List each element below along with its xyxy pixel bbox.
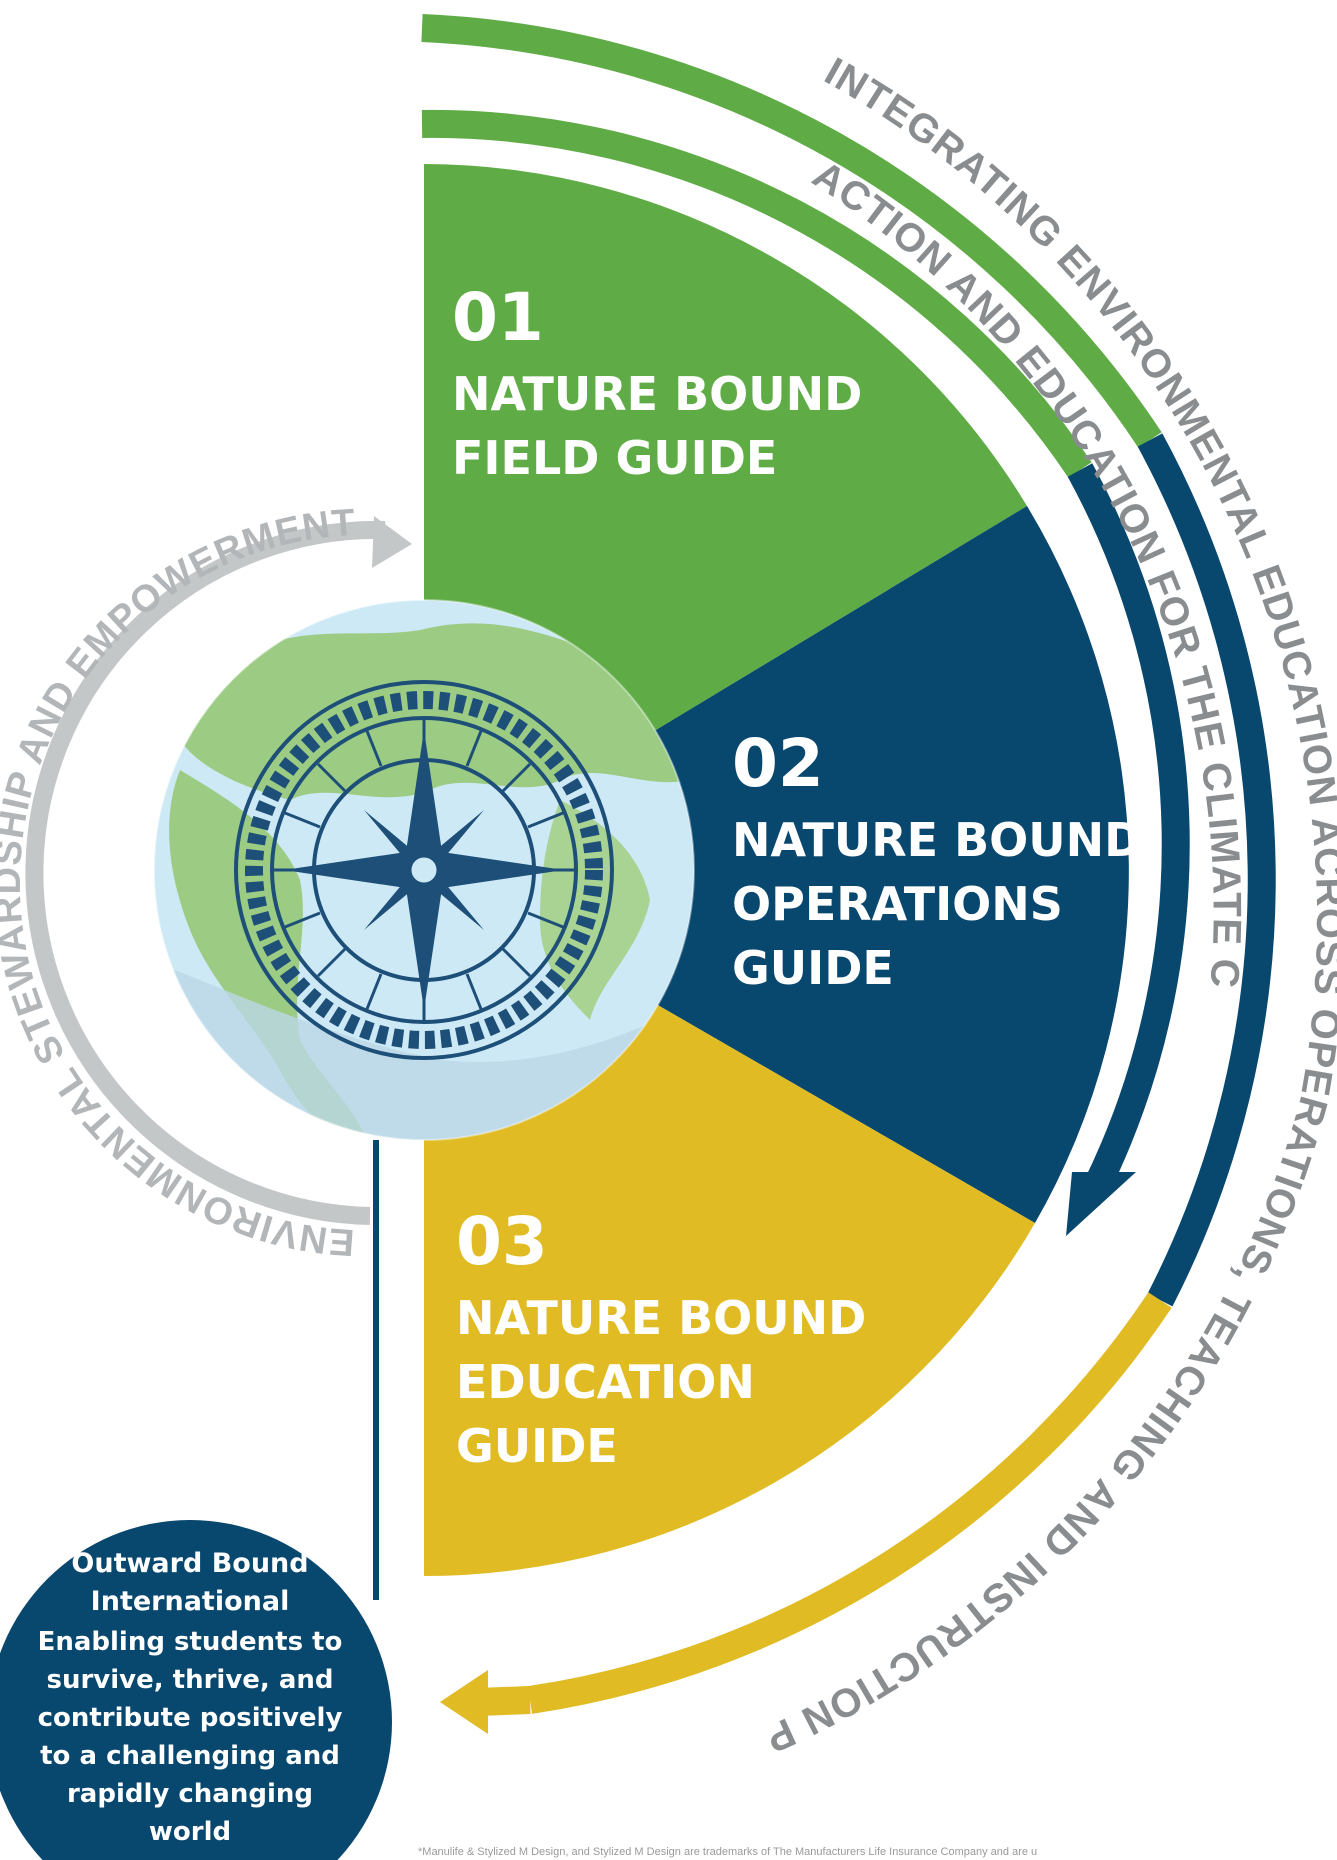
segment-03-line1: NATURE BOUND [456,1291,866,1345]
outer-arc-navy [1137,433,1276,1307]
segment-01-line2: FIELD GUIDE [452,431,777,485]
segment-02-number: 02 [732,725,824,802]
segment-02-line1: NATURE BOUND [732,813,1142,867]
organization-tagline-line1: Enabling students to [38,1627,343,1657]
left-arrow-head-icon [372,516,412,568]
organization-tagline-line5: rapidly changing [67,1779,313,1809]
inner-arrow-head-icon [1066,1172,1136,1236]
outer-arc-green [421,14,1162,448]
organization-circle [0,1520,392,1860]
compass-rose-icon [234,680,614,1060]
organization-tagline-line4: to a challenging and [40,1741,340,1771]
segment-03-line2: EDUCATION [456,1355,755,1409]
disclaimer-text: *Manulife & Stylized M Design, and Styli… [418,1846,1038,1858]
organization-name-line2: International [91,1586,290,1617]
segment-03-line3: GUIDE [456,1419,618,1473]
outer-arc-band [421,14,1276,1734]
segment-02-line2: OPERATIONS [732,877,1063,931]
outer-arrow-head-icon [440,1670,488,1734]
left-arc-arrow [25,516,412,1225]
segment-02-line3: GUIDE [732,941,894,995]
segment-03-number: 03 [456,1203,548,1280]
segment-01-line1: NATURE BOUND [452,367,862,421]
segment-02-label: 02 NATURE BOUND OPERATIONS GUIDE [732,725,1142,995]
segment-03-label: 03 NATURE BOUND EDUCATION GUIDE [456,1203,866,1473]
organization-tagline-line2: survive, thrive, and [46,1665,333,1695]
inner-arc-green [421,109,1092,478]
inner-arc-navy [1067,463,1190,1197]
segment-01-label: 01 NATURE BOUND FIELD GUIDE [452,279,862,485]
outer-arc-yellow [527,1292,1172,1714]
segment-operations-guide[interactable] [424,506,1129,1223]
organization-tagline-line6: world [149,1817,231,1847]
organization-tagline-line3: contribute positively [38,1703,343,1733]
organization-badge: Outward Bound International Enabling stu… [0,1520,392,1860]
organization-name-line1: Outward Bound [71,1548,308,1579]
inner-arc-band [421,109,1190,1236]
segment-01-number: 01 [452,279,544,356]
